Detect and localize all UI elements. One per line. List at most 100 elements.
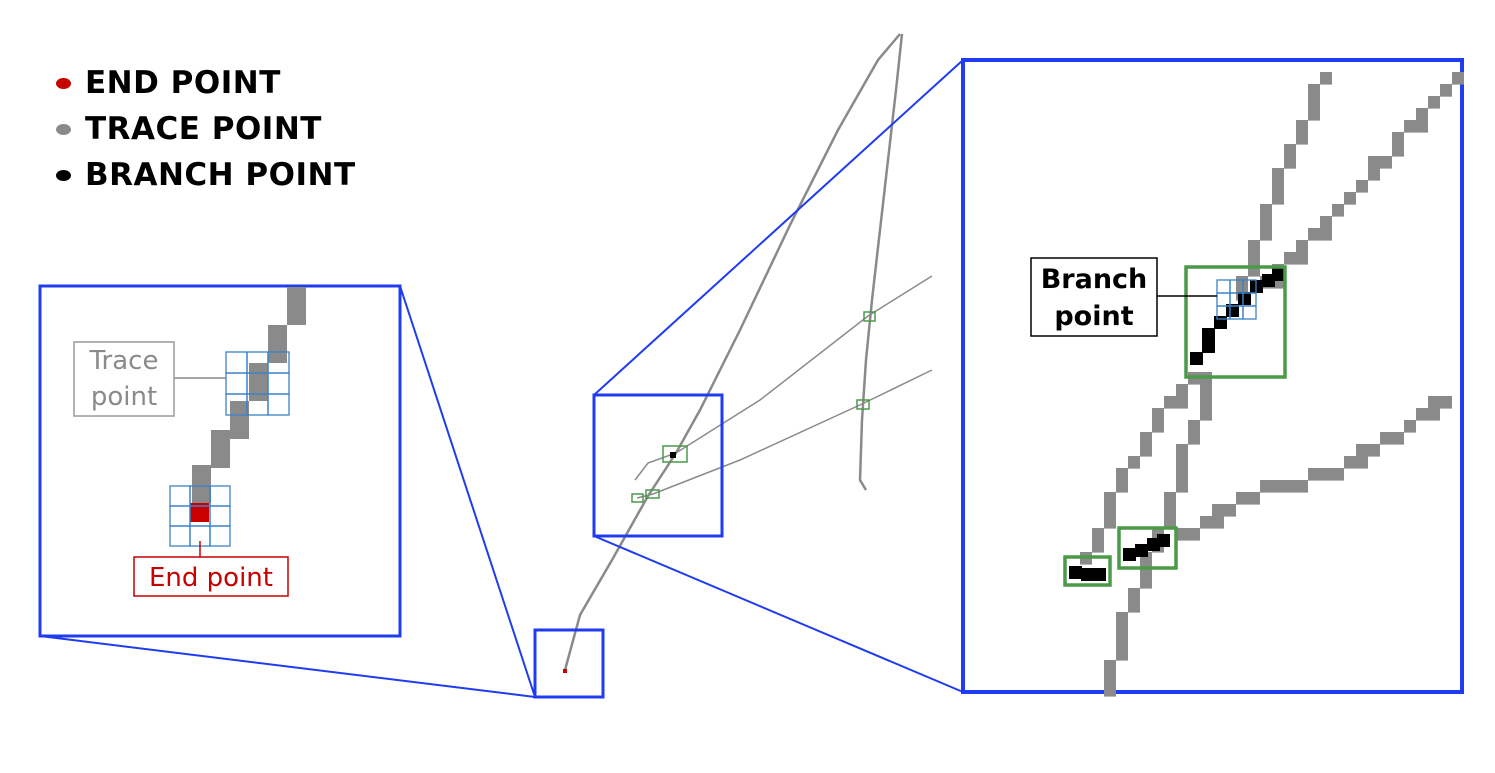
trace-pixel [1320,216,1332,229]
branch-point-marker-icon [56,169,71,181]
trace-pixel [192,484,211,503]
overview-end-point [563,669,567,673]
trace-pixel [1296,252,1308,265]
end-point-callout-box [133,556,289,597]
trace-pixel [1128,600,1140,613]
trace-pixel [1368,168,1380,181]
branch-pixel [1135,544,1148,557]
trace-pixel [1104,672,1116,685]
trace-pixel [1152,408,1164,421]
trace-pixel [1152,420,1164,433]
trace-pixel [1260,480,1272,493]
trace-pixel [1176,480,1188,493]
overview-trace-branch-lower [636,369,933,499]
branch-pixel [1157,534,1170,547]
trace-pixel [1356,444,1368,457]
end-point-neighborhood-grid [169,485,231,547]
legend-label-branch: BRANCH POINT [85,157,356,193]
trace-pixel [1104,504,1116,517]
trace-pixel [1248,240,1260,253]
trace-pixel [1428,396,1440,409]
trace-pixel [1284,144,1296,157]
trace-pixel [1176,528,1188,541]
trace-pixel [1320,72,1332,85]
zoom-source-box-large [592,393,724,538]
trace-pixel [1188,432,1200,445]
grid-cell [267,393,290,416]
legend-label-trace: TRACE POINT [85,111,322,147]
trace-pixel [1380,432,1392,445]
trace-pixel [1296,240,1308,253]
trace-pixel [1104,516,1116,529]
overview-skeleton [563,33,933,673]
trace-pixel [1308,228,1320,241]
trace-pixel [1176,384,1188,397]
trace-pixel [1116,636,1128,649]
trace-pixel [1344,456,1356,469]
zoom-source-box-small [533,628,605,699]
trace-pixel [1212,504,1224,517]
trace-pixel [1092,540,1104,553]
zoom-connector-left-bottom [39,635,536,698]
trace-pixel [1380,156,1392,169]
overview-trace-left [563,33,901,671]
trace-pixel [1452,72,1464,85]
trace-pixel [1392,132,1404,145]
zoom-connector-right-bottom [593,535,964,693]
end-point-marker-icon [56,77,71,89]
overview-branch-box-3 [645,489,660,499]
trace-pixel [249,382,268,401]
legend-item-end: END POINT [56,60,356,106]
branch-pixel [1226,304,1239,317]
trace-pixel [1308,96,1320,109]
zoom-connector-right-top [593,59,964,396]
trace-pixel [1140,564,1152,577]
trace-pixel [211,449,230,468]
trace-pixel [1308,84,1320,97]
trace-pixel [1332,204,1344,217]
trace-pixel [1164,492,1176,505]
overview-branch-box-1 [662,445,688,463]
branch-pixel [1238,292,1251,305]
trace-pixel [1128,456,1140,469]
branch-point-callout-line2: point [1054,301,1133,332]
branch-point-neighborhood-grid [1216,279,1257,320]
trace-pixel [1116,480,1128,493]
trace-pixel [1176,396,1188,409]
trace-pixel [1284,480,1296,493]
branch-pixel [1272,268,1285,281]
trace-pixel [1260,216,1272,229]
trace-pixel [1104,492,1116,505]
end-point-zoom-panel: Trace point End point [38,284,402,638]
trace-pixel [1440,84,1452,97]
trace-pixel [1164,516,1176,529]
overview-branch-box-5 [856,399,870,410]
trace-pixel [1260,228,1272,241]
trace-pixel [1140,576,1152,589]
trace-pixel [1200,396,1212,409]
trace-pixel [1368,444,1380,457]
trace-pixel [1272,192,1284,205]
legend: END POINT TRACE POINT BRANCH POINT [56,60,356,198]
trace-pixel [1200,408,1212,421]
trace-pixel [1164,396,1176,409]
trace-pixel [1416,120,1428,133]
trace-pixel [1392,144,1404,157]
trace-pixel [1248,492,1260,505]
trace-pixel [1200,384,1212,397]
legend-item-trace: TRACE POINT [56,106,356,152]
trace-point-callout-line2: point [91,382,157,412]
trace-pixel [1404,120,1416,133]
trace-pixel [287,287,306,306]
trace-pixel [1296,132,1308,145]
trace-pixel [1344,192,1356,205]
trace-pixel [1104,684,1116,697]
branch-detection-box-lower-left [1063,555,1112,587]
trace-pixel [1272,168,1284,181]
overview-trace-right [858,33,904,491]
trace-pixel [1176,468,1188,481]
branch-point-callout-box [1030,257,1158,337]
trace-pixel [1320,468,1332,481]
trace-pixel [1332,468,1344,481]
branch-pixel [1123,548,1136,561]
